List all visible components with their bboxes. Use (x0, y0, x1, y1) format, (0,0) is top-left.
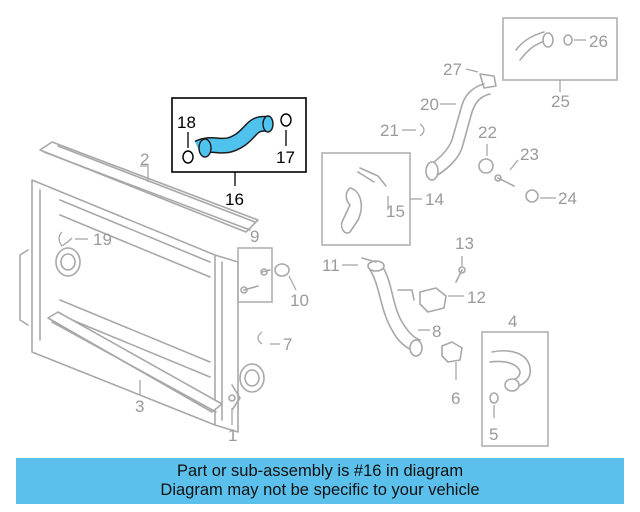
o-ring-17 (280, 113, 292, 127)
intercooler (19, 141, 265, 433)
callout-16: 16 (225, 190, 244, 209)
callout-20: 20 (420, 95, 439, 114)
callout-10: 10 (290, 291, 309, 310)
callout-24: 24 (558, 189, 577, 208)
callout-3: 3 (135, 397, 144, 416)
callout-9: 9 (250, 227, 259, 246)
callout-26: 26 (589, 32, 608, 51)
callout-8: 8 (432, 322, 441, 341)
callout-5: 5 (489, 425, 498, 444)
o-ring-18 (182, 150, 194, 164)
highlight-box (171, 97, 307, 173)
callout-2: 2 (140, 150, 149, 169)
part-16-box: 18 17 16 (171, 97, 307, 209)
callout-4: 4 (508, 312, 517, 331)
callout-18: 18 (177, 113, 196, 132)
callout-17: 17 (276, 148, 295, 167)
callout-27: 27 (443, 60, 462, 79)
callout-13: 13 (455, 234, 474, 253)
callout-12: 12 (467, 288, 486, 307)
banner-line-2: Diagram may not be specific to your vehi… (160, 481, 480, 499)
callout-15: 15 (386, 202, 405, 221)
callout-22: 22 (478, 123, 497, 142)
callout-25: 25 (551, 92, 570, 111)
callout-6: 6 (451, 389, 460, 408)
callout-21: 21 (380, 121, 399, 140)
info-banner: Part or sub-assembly is #16 in diagram D… (16, 458, 624, 504)
callout-11: 11 (322, 256, 340, 275)
callout-1: 1 (228, 426, 237, 445)
callout-23: 23 (520, 145, 539, 164)
callout-7: 7 (283, 335, 292, 354)
banner-line-1: Part or sub-assembly is #16 in diagram (176, 462, 464, 480)
callout-19: 19 (93, 230, 112, 249)
callout-14: 14 (425, 190, 444, 209)
